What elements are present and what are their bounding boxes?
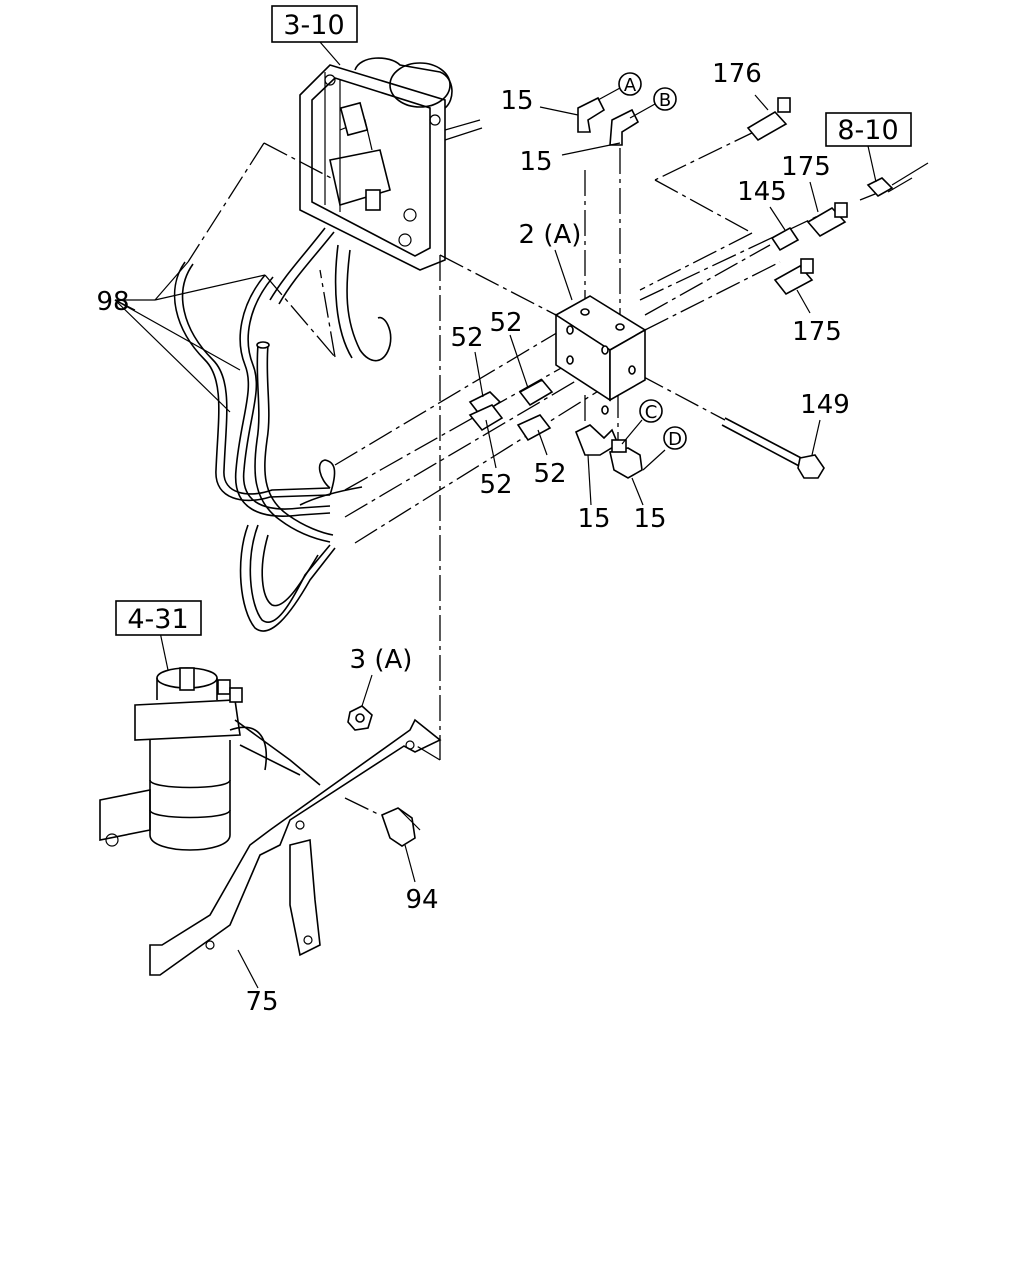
marker-a: A bbox=[618, 72, 642, 96]
callout-52: 52 bbox=[489, 308, 522, 338]
callout-176: 176 bbox=[712, 59, 762, 89]
fittings bbox=[347, 96, 929, 847]
callout-98: 98 bbox=[96, 287, 129, 317]
marker-d-label: D bbox=[668, 429, 682, 450]
callout-149: 149 bbox=[800, 390, 850, 420]
marker-b: B bbox=[653, 87, 677, 111]
callout-94: 94 bbox=[405, 885, 438, 915]
ref-box-4-31: 4-31 bbox=[115, 600, 202, 636]
callout-52: 52 bbox=[479, 470, 512, 500]
callout-3-a: 3 (A) bbox=[350, 645, 413, 675]
brake-valve-assembly bbox=[299, 57, 483, 362]
callout-15: 15 bbox=[519, 147, 552, 177]
ref-box-3-10: 3-10 bbox=[271, 5, 358, 43]
ref-box-8-10: 8-10 bbox=[825, 112, 912, 147]
callout-15: 15 bbox=[577, 504, 610, 534]
ref-8-10-label: 8-10 bbox=[837, 115, 898, 146]
callout-145: 145 bbox=[737, 177, 787, 207]
brake-pipe-bundle bbox=[173, 227, 363, 632]
marker-c: C bbox=[639, 399, 663, 423]
callout-52: 52 bbox=[450, 323, 483, 353]
callout-75: 75 bbox=[245, 987, 278, 1017]
callout-2-a: 2 (A) bbox=[519, 220, 582, 250]
marker-c-label: C bbox=[645, 402, 658, 423]
marker-d: D bbox=[663, 426, 687, 450]
callout-175: 175 bbox=[792, 317, 842, 347]
air-dryer-unit bbox=[99, 667, 321, 851]
mounting-bracket bbox=[149, 718, 442, 976]
marker-b-label: B bbox=[659, 90, 671, 111]
callout-15: 15 bbox=[633, 504, 666, 534]
ref-4-31-label: 4-31 bbox=[127, 604, 188, 635]
ref-3-10-label: 3-10 bbox=[283, 10, 344, 41]
marker-a-label: A bbox=[624, 75, 637, 96]
assembly-lines bbox=[187, 129, 886, 816]
callout-52: 52 bbox=[533, 459, 566, 489]
callout-175: 175 bbox=[781, 152, 831, 182]
callout-labels: 15 15 15 15 176 175 175 145 2 (A) 98 52 … bbox=[96, 59, 849, 1017]
distribution-block bbox=[554, 295, 647, 415]
leader-lines bbox=[114, 41, 877, 989]
callout-15: 15 bbox=[500, 86, 533, 116]
